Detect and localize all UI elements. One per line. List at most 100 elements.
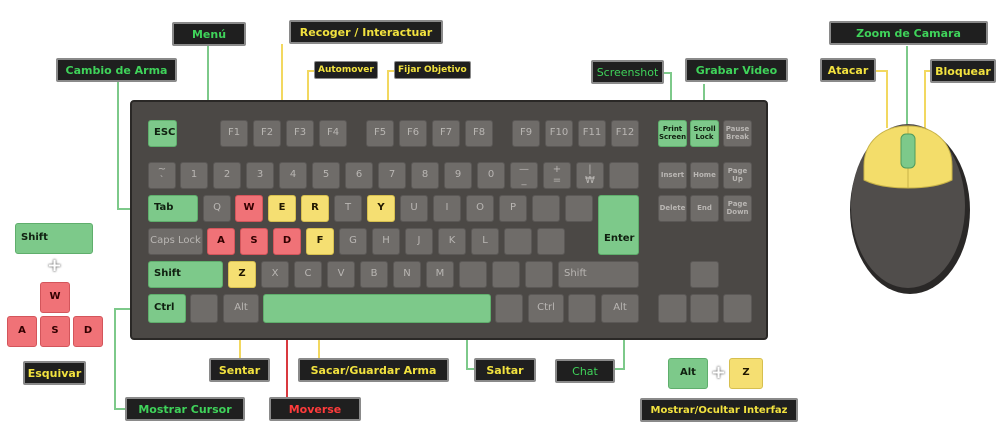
key-s[interactable]: S [240, 228, 268, 255]
connector-block [924, 70, 926, 128]
key-c[interactable]: C [294, 261, 322, 288]
key-1[interactable]: 1 [180, 162, 208, 189]
key-quote[interactable] [537, 228, 565, 255]
mouse-right-button[interactable] [907, 125, 953, 189]
key-delete[interactable]: Delete [658, 195, 687, 222]
key-6[interactable]: 6 [345, 162, 373, 189]
key-arrow-left[interactable] [658, 294, 687, 323]
key-f8[interactable]: F8 [465, 120, 493, 147]
connector-attack [872, 70, 888, 72]
key-comma[interactable] [459, 261, 487, 288]
key-a[interactable]: A [207, 228, 235, 255]
key-p[interactable]: P [499, 195, 527, 222]
key-2[interactable]: 2 [213, 162, 241, 189]
key-g[interactable]: G [339, 228, 367, 255]
key-pipe[interactable]: | ₩ [576, 162, 604, 189]
label-screenshot: Screenshot [591, 60, 664, 84]
combo-shift-key: Shift [15, 223, 93, 254]
key-arrow-right[interactable] [723, 294, 752, 323]
key-page-up[interactable]: Page Up [723, 162, 752, 189]
key-ctrl-right[interactable]: Ctrl [528, 294, 564, 323]
key-f6[interactable]: F6 [399, 120, 427, 147]
key-r[interactable]: R [301, 195, 329, 222]
key-n[interactable]: N [393, 261, 421, 288]
key-print-screen[interactable]: Print Screen [658, 120, 687, 147]
key-e[interactable]: E [268, 195, 296, 222]
key-alt-right[interactable]: Alt [601, 294, 639, 323]
label-weapon-switch: Cambio de Arma [56, 58, 177, 82]
key-caps-lock[interactable]: Caps Lock [148, 228, 203, 255]
key-arrow-up[interactable] [690, 261, 719, 288]
key-arrow-down[interactable] [690, 294, 719, 323]
key-period[interactable] [492, 261, 520, 288]
key-f11[interactable]: F11 [578, 120, 606, 147]
label-menu: Menú [172, 22, 246, 46]
mouse-icon [850, 124, 970, 294]
key-tilde[interactable]: ~ ` [148, 162, 176, 189]
key-b[interactable]: B [360, 261, 388, 288]
key-end[interactable]: End [690, 195, 719, 222]
key-y[interactable]: Y [367, 195, 395, 222]
key-f4[interactable]: F4 [319, 120, 347, 147]
key-f5[interactable]: F5 [366, 120, 394, 147]
key-3[interactable]: 3 [246, 162, 274, 189]
key-0[interactable]: 0 [477, 162, 505, 189]
key-t[interactable]: T [334, 195, 362, 222]
key-pause-break[interactable]: Pause Break [723, 120, 752, 147]
key-k[interactable]: K [438, 228, 466, 255]
key-4[interactable]: 4 [279, 162, 307, 189]
key-enter[interactable]: Enter [598, 195, 639, 255]
label-jump: Saltar [474, 358, 536, 382]
key-win-left[interactable] [190, 294, 218, 323]
key-backspace[interactable] [609, 162, 639, 189]
key-x[interactable]: X [261, 261, 289, 288]
key-bracket-right[interactable] [565, 195, 593, 222]
key-f2[interactable]: F2 [253, 120, 281, 147]
key-plus[interactable]: + = [543, 162, 571, 189]
key-h[interactable]: H [372, 228, 400, 255]
key-bracket-left[interactable] [532, 195, 560, 222]
key-f12[interactable]: F12 [611, 120, 639, 147]
key-i[interactable]: I [433, 195, 461, 222]
key-8[interactable]: 8 [411, 162, 439, 189]
key-o[interactable]: O [466, 195, 494, 222]
key-f1[interactable]: F1 [220, 120, 248, 147]
key-9[interactable]: 9 [444, 162, 472, 189]
key-shift-left[interactable]: Shift [148, 261, 223, 288]
key-insert[interactable]: Insert [658, 162, 687, 189]
key-space[interactable] [263, 294, 491, 323]
key-semicolon[interactable] [504, 228, 532, 255]
key-tab[interactable]: Tab [148, 195, 198, 222]
key-slash[interactable] [525, 261, 553, 288]
mouse-scroll-wheel[interactable] [900, 133, 916, 169]
key-5[interactable]: 5 [312, 162, 340, 189]
key-m[interactable]: M [426, 261, 454, 288]
key-f7[interactable]: F7 [432, 120, 460, 147]
key-minus[interactable]: — _ [510, 162, 538, 189]
key-v[interactable]: V [327, 261, 355, 288]
key-d[interactable]: D [273, 228, 301, 255]
key-menu[interactable] [568, 294, 596, 323]
key-home[interactable]: Home [690, 162, 719, 189]
key-u[interactable]: U [400, 195, 428, 222]
mouse-left-button[interactable] [863, 125, 909, 189]
key-w[interactable]: W [235, 195, 263, 222]
key-win-right[interactable] [495, 294, 523, 323]
key-f[interactable]: F [306, 228, 334, 255]
connector-block [924, 70, 934, 72]
key-esc[interactable]: ESC [148, 120, 177, 147]
key-scroll-lock[interactable]: Scroll Lock [690, 120, 719, 147]
key-7[interactable]: 7 [378, 162, 406, 189]
key-page-down[interactable]: Page Down [723, 195, 752, 222]
key-f10[interactable]: F10 [545, 120, 573, 147]
connector-screenshot [670, 72, 672, 120]
key-z[interactable]: Z [228, 261, 256, 288]
key-alt-left[interactable]: Alt [223, 294, 259, 323]
key-shift-right[interactable]: Shift [558, 261, 639, 288]
key-ctrl-left[interactable]: Ctrl [148, 294, 186, 323]
key-f3[interactable]: F3 [286, 120, 314, 147]
key-l[interactable]: L [471, 228, 499, 255]
key-q[interactable]: Q [203, 195, 231, 222]
key-j[interactable]: J [405, 228, 433, 255]
key-f9[interactable]: F9 [512, 120, 540, 147]
